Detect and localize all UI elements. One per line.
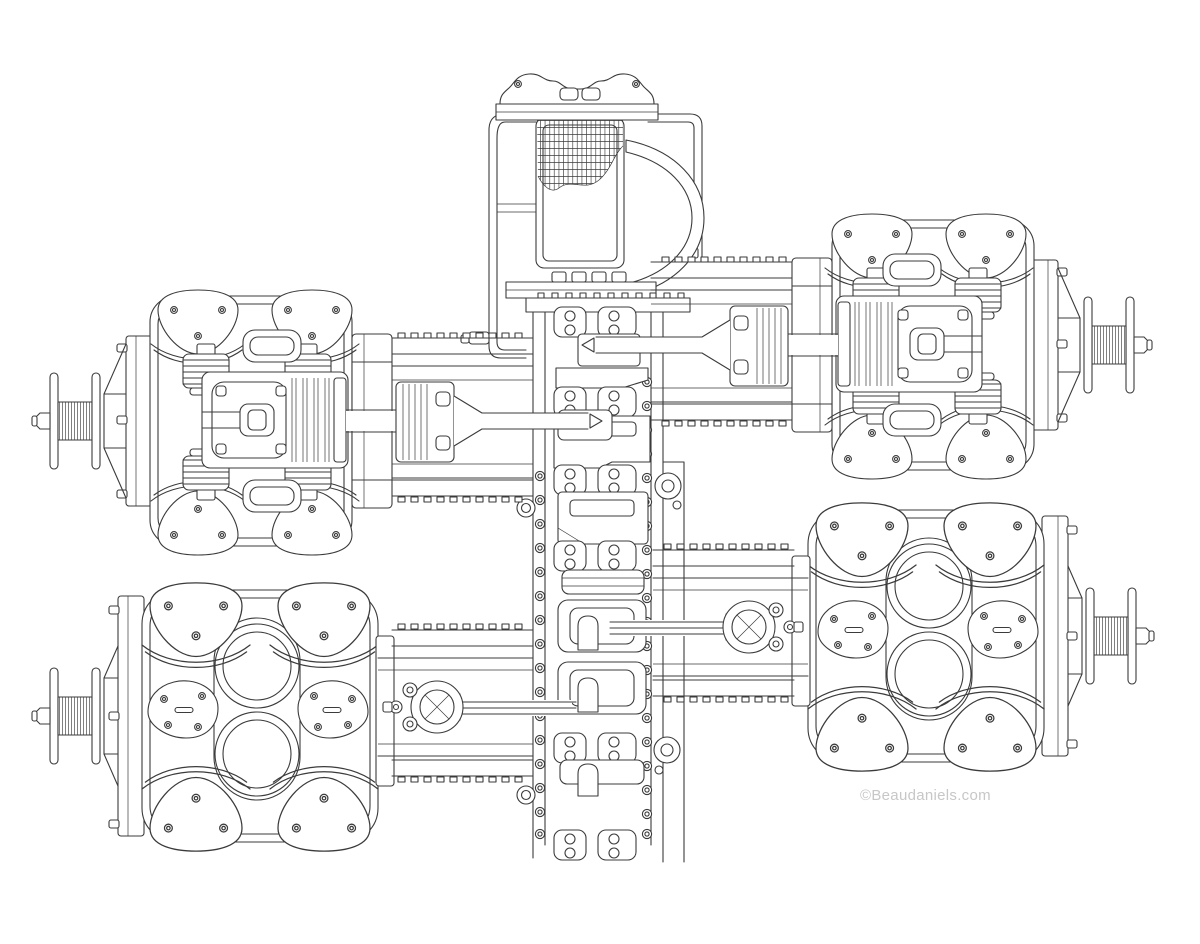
bolt-column-left: [534, 470, 546, 840]
crank-web: [555, 367, 649, 389]
cylinder-bank-upper-left: [32, 290, 602, 555]
crankcase-side-fittings: [516, 472, 682, 805]
crank-collar: [559, 759, 645, 785]
crank-pin: [577, 615, 599, 651]
crank-collar: [561, 569, 645, 595]
cooler-vessel: [535, 117, 627, 283]
crank-pin: [577, 677, 599, 713]
cylinder-bank-upper-right: [582, 214, 1152, 479]
crankshaft: [553, 306, 651, 861]
cooler-left-pipe: [460, 113, 537, 359]
watermark-credit: ©Beaudaniels.com: [860, 787, 991, 804]
cylinder-bank-lower-left: [32, 583, 576, 851]
cooling-unit: [460, 73, 705, 359]
crankcase-rails: [532, 311, 685, 863]
cooling-fins: [537, 119, 623, 191]
cooler-cap: [495, 73, 659, 121]
cylinder-bank-lower-right: [610, 503, 1154, 771]
crank-pin: [577, 763, 599, 797]
curved-duct: [625, 139, 705, 297]
